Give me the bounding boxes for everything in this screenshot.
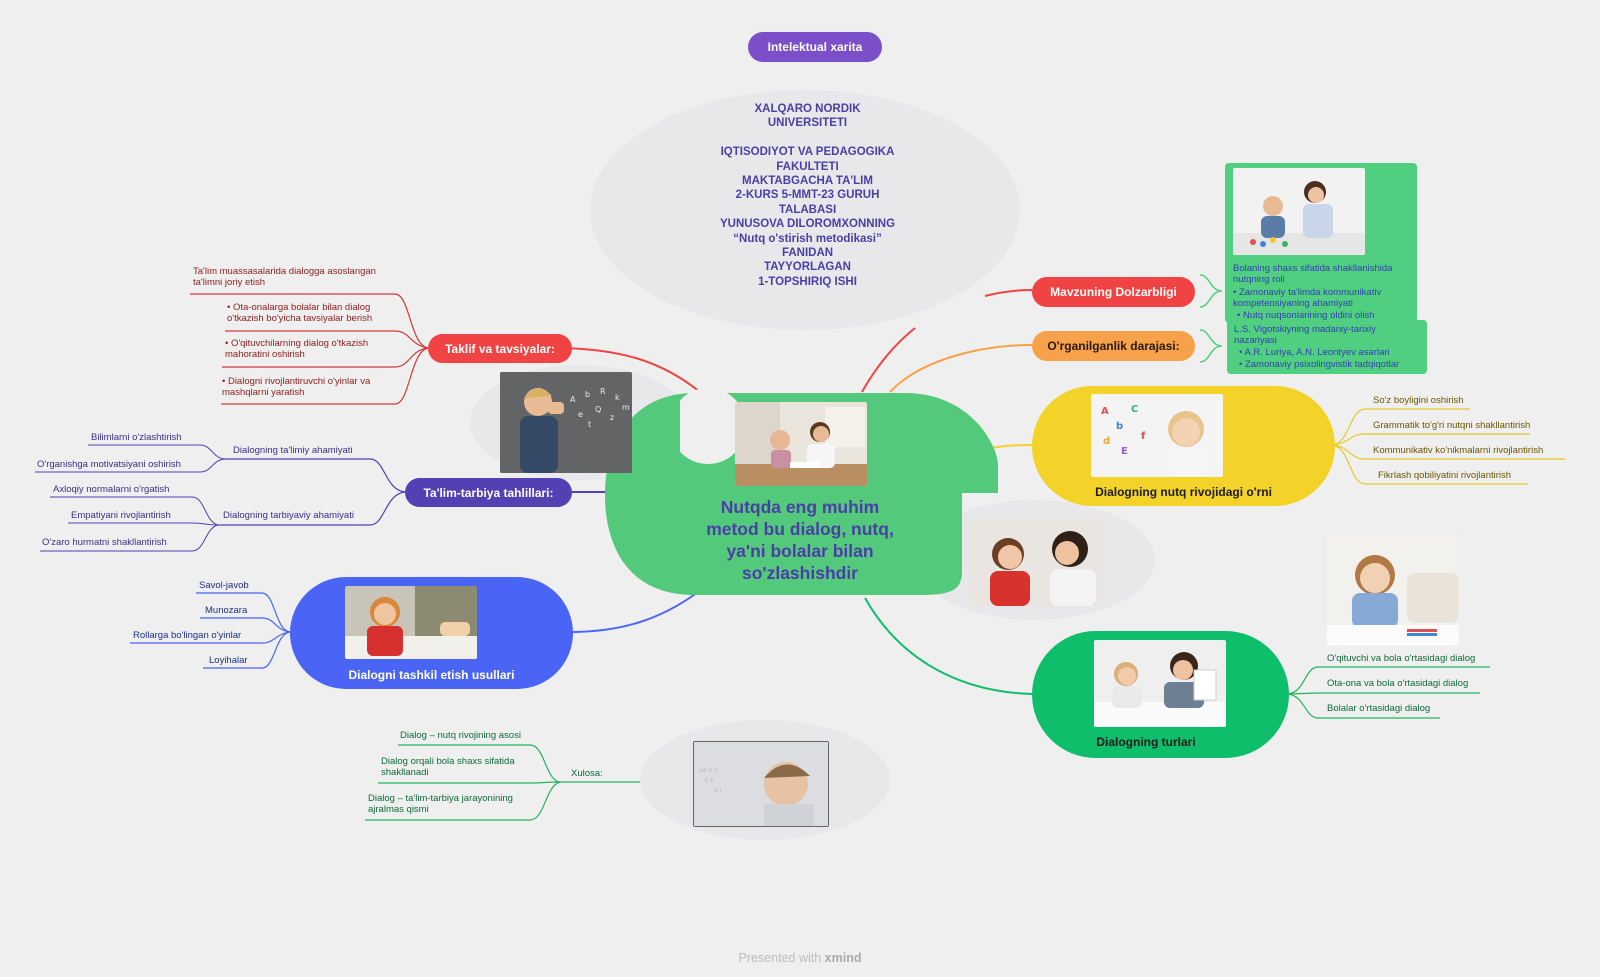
dolzarblik-item[interactable]: Bolaning shaxs sifatida shakllanishida n… [1233, 263, 1393, 285]
header-line: UNIVERSITETI [767, 117, 848, 130]
usullar-item[interactable]: Rollarga bo'lingan o'yinlar [133, 630, 242, 641]
smiling-girl-photo [1327, 533, 1459, 645]
footer-brand: xmind [824, 951, 862, 965]
svg-text:z: z [610, 413, 614, 422]
header-cloud [590, 90, 1020, 330]
turlari-item[interactable]: Bolalar o'rtasidagi dialog [1327, 703, 1431, 714]
organilganlik-item[interactable]: L.S. Vigotskiyning madaniy-tarixiy nazar… [1234, 324, 1376, 346]
header-line: XALQARO NORDIK [754, 103, 861, 115]
svg-text:C: C [1131, 404, 1138, 415]
xulosa-node[interactable]: Xulosa: [571, 768, 603, 779]
svg-text:A: A [1101, 406, 1109, 417]
usullar-item[interactable]: Savol-javob [199, 580, 249, 591]
dolzarblik-item[interactable]: • Zamonaviy ta'limda kommunikativ kompet… [1233, 287, 1382, 309]
tahlil-node[interactable]: Ta'lim-tarbiya tahlillari: [405, 478, 572, 507]
footer-credit[interactable]: Presented with xmind [0, 951, 1600, 965]
taklif-item[interactable]: Ta'lim muassasalarida dialogga asoslanga… [193, 266, 376, 288]
header-line-blank [690, 131, 925, 145]
xulosa-item[interactable]: Dialog – ta'lim-tarbiya jarayonining ajr… [368, 793, 513, 815]
nutq-rivoj-item[interactable]: Fikrlash qobiliyatini rivojlantirish [1378, 470, 1512, 481]
header-line: IQTISODIYOT VA PEDAGOGIKA [720, 146, 895, 159]
svg-text:b: b [1116, 421, 1123, 432]
dolzarblik-item[interactable]: • Nutq nuqsonlarining oldini olish [1237, 310, 1375, 321]
svg-text:d: d [1103, 436, 1110, 447]
turlari-title: Dialogning turlari [1096, 735, 1196, 749]
mother-daughter-photo [970, 519, 1102, 606]
svg-text:R: R [600, 387, 606, 396]
header-line: TAYYORLAGAN [764, 261, 851, 274]
svg-text:t: t [588, 420, 591, 429]
header-line: MAKTABGACHA TA'LIM [742, 175, 873, 188]
nutq-rivoj-item[interactable]: So'z boyligini oshirish [1373, 395, 1464, 406]
dolzarblik-panel: Bolaning shaxs sifatida shakllanishida n… [1225, 163, 1417, 323]
xulosa-item[interactable]: Dialog – nutq rivojining asosi [400, 730, 521, 741]
central-topic-title: Nutqda eng muhim metod bu dialog, nutq, … [706, 497, 894, 583]
svg-text:x r: x r [714, 787, 722, 794]
usullar-title: Dialogni tashkil etish usullari [348, 668, 515, 682]
svg-text:A: A [570, 395, 576, 404]
header-line: FANIDAN [781, 247, 834, 260]
svg-text:d e: d e [704, 777, 714, 784]
header-line: FAKULTETI [776, 160, 839, 173]
tahlil-item[interactable]: O'rganishga motivatsiyani oshirish [37, 459, 181, 470]
header-line: YUNUSOVA DILOROMXONNING [719, 218, 896, 231]
organilganlik-node[interactable]: O'rganilganlik darajasi: [1032, 331, 1195, 361]
taklif-item[interactable]: • Ota-onalarga bolalar bilan dialog o'tk… [227, 302, 373, 324]
header-line: “Nutq o'stirish metodikasi” [733, 232, 882, 245]
footer-prefix: Presented with [738, 951, 822, 965]
tahlil-group-label[interactable]: Dialogning ta'limiy ahamiyati [233, 445, 353, 456]
dolzarblik-node[interactable]: Mavzuning Dolzarbligi [1032, 277, 1195, 307]
taklif-item[interactable]: • O'qituvchilarning dialog o'tkazish mah… [225, 338, 369, 360]
turlari-photo [1094, 640, 1226, 727]
svg-text:Q: Q [595, 405, 601, 414]
xulosa-item[interactable]: Dialog orqali bola shaxs sifatida shakll… [381, 756, 515, 778]
header-line: 2-KURS 5-MMT-23 GURUH [735, 189, 880, 202]
header-line: TALABASI [778, 203, 837, 216]
nutq-rivoj-title: Dialogning nutq rivojidagi o'rni [1095, 485, 1272, 499]
svg-text:aa b c: aa b c [699, 767, 717, 774]
svg-text:E: E [1121, 446, 1128, 457]
header-line: 1-TOPSHIRIQ ISHI [758, 275, 857, 288]
usullar-item[interactable]: Munozara [205, 605, 248, 616]
organilganlik-panel: L.S. Vigotskiyning madaniy-tarixiy nazar… [1227, 320, 1427, 374]
tahlil-item[interactable]: Bilimlarni o'zlashtirish [91, 432, 182, 443]
dolzarblik-photo [1233, 168, 1365, 255]
nutq-rivoj-item[interactable]: Grammatik to'g'ri nutqni shakllantirish [1373, 420, 1531, 431]
central-photo [735, 402, 867, 486]
tahlil-item[interactable]: Empatiyani rivojlantirish [71, 510, 171, 521]
central-bite [680, 388, 746, 464]
svg-text:k: k [615, 393, 620, 402]
organilganlik-item[interactable]: • Zamonaviy psixolingvistik tadqiqotlar [1239, 359, 1400, 370]
svg-text:b: b [585, 390, 590, 399]
tahlil-item[interactable]: Axloqiy normalarni o'rgatish [53, 484, 170, 495]
nutq-rivoj-item[interactable]: Kommunikativ ko'nikmalarni rivojlantiris… [1373, 445, 1544, 456]
svg-text:f: f [1141, 431, 1146, 442]
university-header: XALQARO NORDIK UNIVERSITETI IQTISODIYOT … [690, 102, 925, 289]
tahlil-item[interactable]: O'zaro hurmatni shakllantirish [42, 537, 167, 548]
usullar-photo [345, 586, 477, 659]
turlari-item[interactable]: O'qituvchi va bola o'rtasidagi dialog [1327, 653, 1476, 664]
svg-text:e: e [578, 410, 583, 419]
taklif-item[interactable]: • Dialogni rivojlantiruvchi o'yinlar va … [222, 376, 371, 398]
svg-text:m: m [622, 403, 630, 412]
turlari-item[interactable]: Ota-ona va bola o'rtasidagi dialog [1327, 678, 1469, 689]
taklif-node[interactable]: Taklif va tavsiyalar: [428, 334, 572, 363]
organilganlik-item[interactable]: • A.R. Luriya, A.N. Leontyev asarlari [1239, 347, 1390, 358]
map-title-badge[interactable]: Intelektual xarita [748, 32, 882, 62]
usullar-item[interactable]: Loyihalar [209, 655, 248, 666]
tahlil-group-label[interactable]: Dialogning tarbiyaviy ahamiyati [223, 510, 354, 521]
